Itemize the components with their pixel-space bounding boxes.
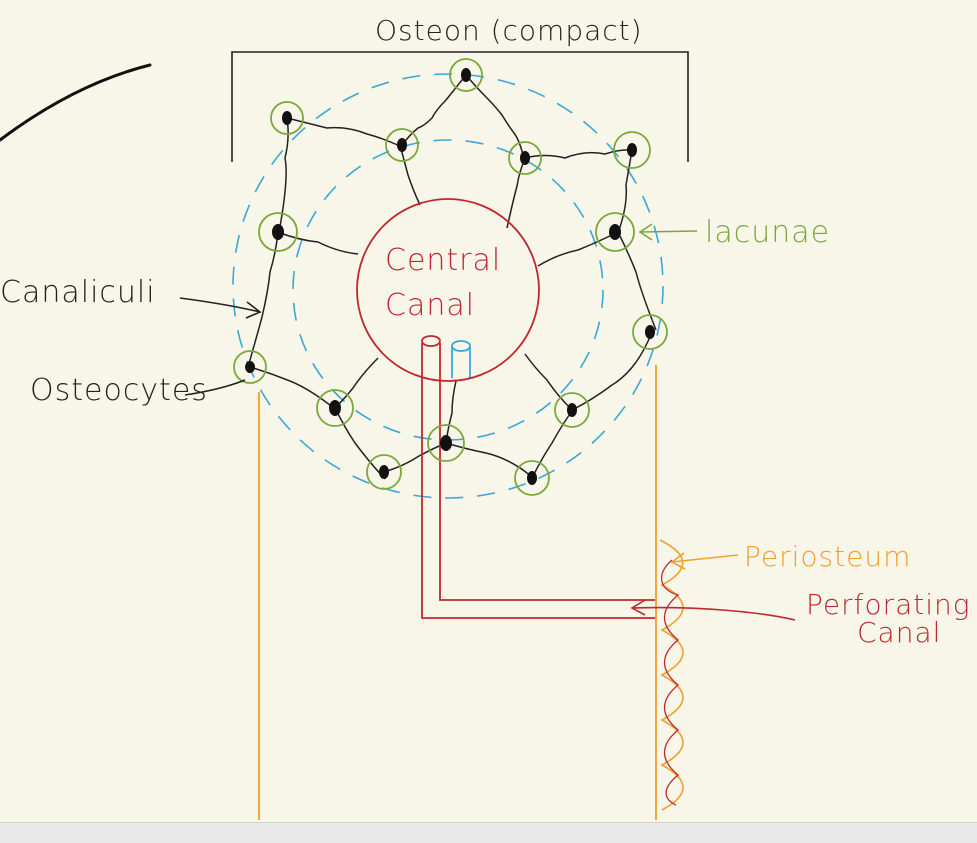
lacuna [316, 389, 354, 427]
osteocyte [609, 224, 621, 240]
osteocytes-label: Osteocytes [30, 373, 208, 408]
lacuna [427, 424, 465, 462]
lacuna [508, 141, 542, 175]
pen-stroke [0, 63, 152, 142]
central-canal-label-1: Central [385, 243, 501, 278]
canaliculi-network [247, 74, 657, 480]
osteocyte [397, 138, 407, 152]
periosteum-layer [659, 539, 684, 811]
osteocyte [645, 325, 655, 339]
osteocyte [379, 465, 389, 479]
osteocytes-pointer [184, 379, 246, 396]
periosteum-arrow [670, 552, 739, 570]
canaliculi-label: Canaliculi [0, 275, 156, 310]
osteon-diagram: Osteon (compact) Central Canal [0, 14, 971, 820]
lamella-outer [232, 73, 664, 499]
artery-opening [421, 335, 441, 347]
lacuna [449, 58, 483, 92]
lacuna [514, 460, 550, 496]
artery [421, 343, 655, 619]
osteocyte [520, 151, 530, 165]
lacuna [366, 454, 402, 490]
lacuna [233, 350, 267, 384]
osteocyte [440, 435, 452, 451]
lacunae-group [233, 58, 668, 496]
osteocyte [329, 400, 341, 416]
central-canal-label-2: Canal [385, 288, 475, 323]
lacuna [595, 212, 635, 252]
title-label: Osteon (compact) [375, 14, 643, 47]
osteocyte [527, 471, 537, 485]
osteon-bracket [231, 51, 689, 162]
osteocyte [567, 403, 577, 417]
lacuna [554, 392, 590, 428]
blood-vessels [421, 335, 655, 619]
osteocyte [282, 111, 292, 125]
lacunae-label: lacunae [705, 215, 830, 250]
periosteum-inner-squiggle [661, 559, 680, 806]
canaliculi-arrow [179, 297, 262, 319]
osteocyte [461, 68, 471, 82]
perforating-canal-label-1: Perforating [806, 588, 971, 621]
lacuna [385, 128, 419, 162]
lacuna [632, 314, 668, 350]
osteocyte [245, 361, 255, 373]
lacuna [270, 101, 304, 135]
vein-opening [451, 340, 471, 352]
osteocyte [627, 143, 637, 157]
perforating-canal-label-2: Canal [857, 616, 941, 649]
central-canal [356, 198, 540, 382]
osteocyte [272, 224, 284, 240]
lacuna [613, 131, 651, 169]
vein [451, 347, 471, 378]
bottom-bar [0, 822, 977, 843]
perforating-canal-arrow [630, 599, 796, 621]
lacunae-arrow [638, 223, 698, 241]
periosteum-label: Periosteum [744, 540, 911, 573]
lacuna [258, 212, 298, 252]
